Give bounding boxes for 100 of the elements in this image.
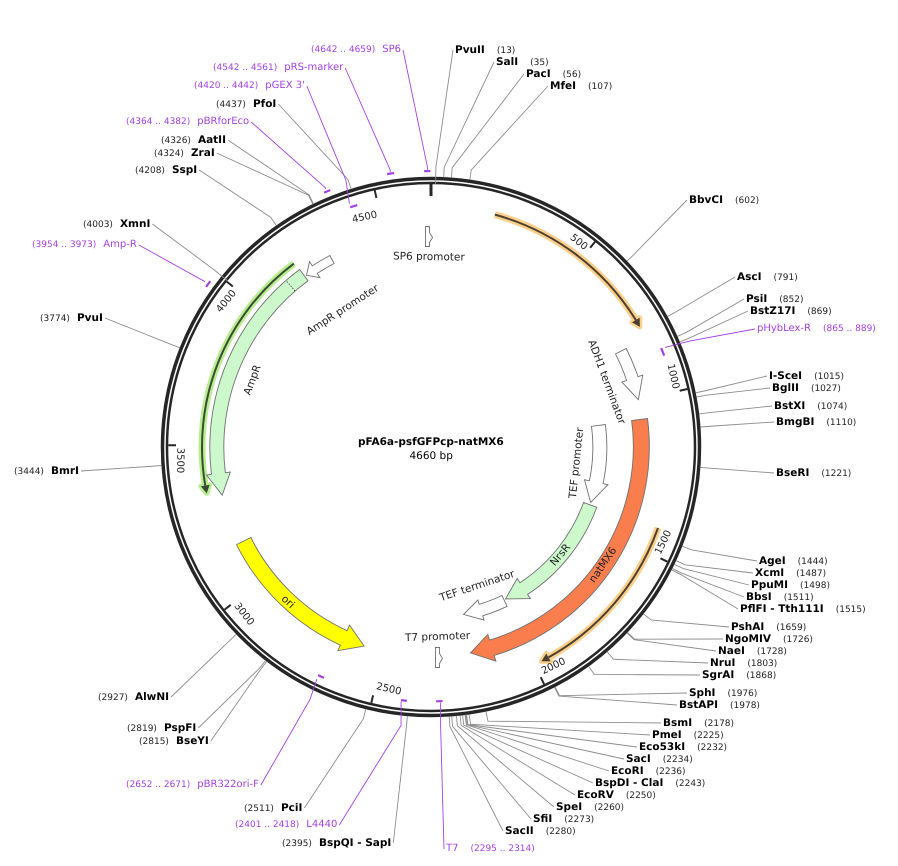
primer-range: (2295 .. 2314) [470, 843, 535, 855]
primer-name: SP6 [382, 44, 402, 56]
enzyme-name: ZraI [190, 146, 215, 158]
leader-line [402, 50, 428, 170]
enzyme-name: BbsI [746, 590, 772, 602]
feature-label: TEF promoter [566, 427, 586, 499]
tick-label: 500 [567, 232, 589, 254]
primer-range: (3954 .. 3973) [32, 239, 96, 251]
enzyme-name: SpeI [556, 800, 582, 812]
enzyme-name: SgrAI [702, 668, 734, 680]
leader-line [304, 708, 366, 808]
leader-line [344, 68, 391, 173]
cut-site-position: (2260) [594, 802, 624, 814]
leader-line [626, 632, 716, 652]
leader-line [198, 660, 266, 728]
leader-line [626, 632, 724, 640]
leader-line [626, 200, 688, 262]
leader-line [700, 466, 774, 474]
enzyme-name: PvuII [455, 44, 485, 56]
enzyme-name: PshAI [731, 620, 764, 632]
enzyme-name: SphI [689, 686, 716, 698]
cut-site-position: (2819) [127, 722, 157, 734]
tick-label: 3500 [174, 448, 186, 474]
enzyme-name: Eco53kI [639, 740, 686, 752]
primer-name: pBRforEco [197, 116, 250, 128]
primer-name: L4440 [306, 819, 338, 831]
enzyme-name: SfiI [533, 812, 552, 824]
leader-line [228, 140, 314, 204]
enzyme-name: PpuMI [751, 578, 788, 590]
leader-line [210, 660, 268, 742]
enzyme-name: PmeI [652, 728, 682, 740]
leader-line [695, 376, 768, 394]
cut-site-position: (13) [496, 44, 516, 56]
cut-site-position: (2273) [564, 814, 594, 826]
primer-name: pBR322ori-F [197, 779, 259, 791]
leader-line [450, 74, 524, 178]
enzyme-name: BglII [772, 382, 799, 394]
leader-line [676, 560, 754, 574]
enzyme-name: BseYI [176, 734, 209, 746]
leader-line [440, 702, 444, 850]
leader-line [469, 86, 548, 180]
leader-line [682, 546, 758, 562]
leader-line [250, 122, 326, 190]
enzyme-name: EcoRV [577, 788, 614, 800]
enzyme-name: BstZ17I [750, 304, 796, 316]
cut-site-position: (1015) [814, 370, 844, 382]
tick-label: 2000 [539, 656, 568, 678]
cut-site-position: (1868) [746, 670, 776, 682]
enzyme-name: BstXI [774, 400, 806, 412]
leader-line [664, 328, 756, 348]
leader-line [462, 714, 594, 784]
leader-line [679, 310, 748, 343]
cut-site-position: (4208) [135, 164, 165, 176]
leader-line [152, 224, 228, 282]
enzyme-name: SalI [496, 56, 518, 68]
leader-line [674, 564, 750, 586]
tick-label: 1500 [653, 528, 674, 556]
enzyme-name: PvuI [76, 312, 103, 324]
leader-line [278, 104, 352, 190]
cut-site-position: (2232) [697, 742, 728, 754]
leader-line [451, 716, 532, 820]
leader-line [80, 465, 162, 472]
cut-site-position: (2178) [704, 718, 734, 730]
enzyme-name: PsiI [746, 292, 768, 304]
enzyme-name: AlwNI [134, 690, 170, 702]
leader-line [666, 276, 736, 317]
cut-site-position: (1110) [826, 416, 856, 428]
cut-site-position: (1728) [756, 646, 787, 658]
leader-line [486, 710, 662, 724]
enzyme-name: I-SceI [769, 370, 802, 382]
leader-line [606, 651, 708, 664]
cut-site-position: (2511) [244, 802, 274, 814]
leader-line [468, 714, 650, 736]
enzyme-name: NgoMIV [725, 632, 771, 644]
feature-label: AmpR [241, 363, 264, 397]
leader-line [642, 613, 730, 628]
leader-line [392, 716, 408, 844]
leader-line [671, 569, 738, 610]
cut-site-position: (4003) [83, 218, 113, 230]
feature-label: T7 promoter [404, 630, 470, 644]
cut-site-position: (1444) [798, 556, 828, 568]
enzyme-name: SacII [505, 824, 534, 836]
cut-site-position: (1803) [747, 658, 778, 670]
enzyme-name: BbvCI [689, 194, 723, 206]
leader-line [306, 86, 350, 204]
enzyme-name: MfeI [550, 80, 576, 92]
plasmid-length: 4660 bp [410, 450, 453, 462]
enzyme-name: EcoRI [611, 764, 644, 776]
cut-site-position: (3444) [14, 466, 44, 478]
leader-line [216, 152, 314, 205]
leader-line [104, 318, 180, 348]
enzyme-name: SacI [626, 752, 651, 764]
plasmid-name: pFA6a-psfGFPcp-natMX6 [358, 436, 504, 448]
cut-site-position: (791) [774, 272, 798, 284]
cut-site-position: (2234) [662, 754, 693, 766]
cut-site-position: (1221) [821, 468, 852, 480]
leader-line [456, 715, 554, 808]
enzyme-name: PfoI [252, 98, 276, 110]
cut-site-position: (602) [734, 194, 760, 206]
primer-range: (4642 .. 4659) [311, 44, 376, 56]
